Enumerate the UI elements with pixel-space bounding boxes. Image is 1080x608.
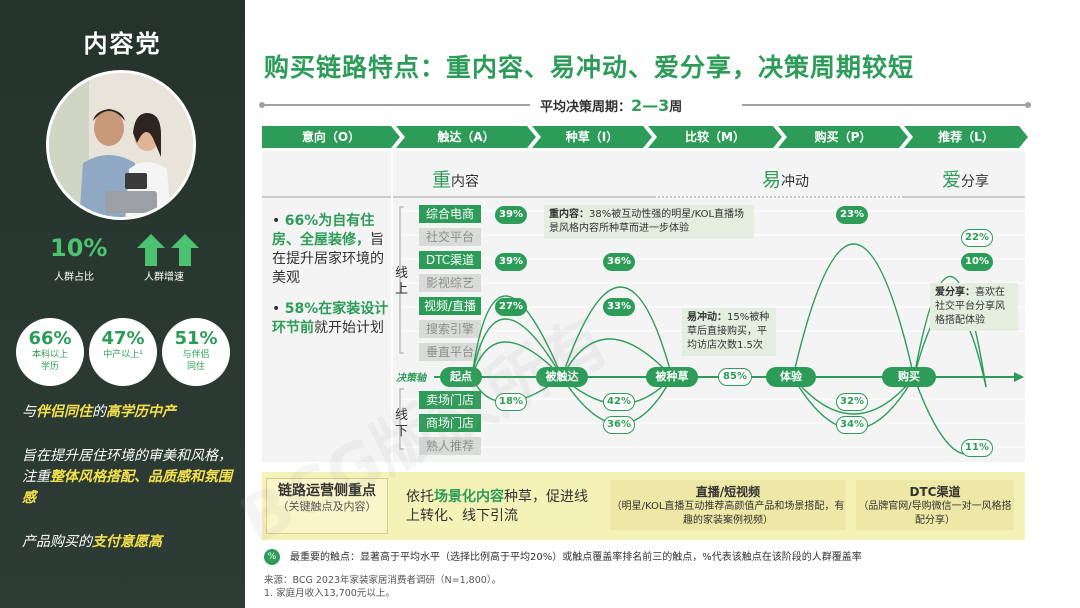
channel-social: 社交平台 [419,228,481,246]
channel-mall-store: 卖场门店 [419,391,481,409]
online-label: 线上 [395,266,409,297]
note-share: 爱分享：喜欢在社交平台分享风格搭配体验 [930,283,1018,331]
bullet-item: • 58%在家装设计环节前就开始计划 [272,301,389,336]
cycle-divider-right [742,104,1028,106]
growth-up-arrow-icon [137,234,199,266]
section-share: 爱分享 [942,169,990,191]
journey-curves [434,243,1024,455]
pill-ecommerce-reach: 39% [495,206,527,224]
dot-icon [1025,102,1031,108]
population-growth-label: 人群增速 [144,272,184,283]
insight-bullets: • 66%为自有住房、全屋装修，旨在提升居家环境的美观 • 58%在家装设计环节… [272,212,390,338]
channel-video-live: 视频/直播 [419,297,481,315]
channel-dtc: DTC渠道 [419,251,481,269]
channel-ecommerce: 综合电商 [419,205,481,223]
ops-focus-box: 链路运营侧重点 （关键触点及内容） [266,478,388,534]
cycle-divider-left [262,104,530,106]
ops-card-dtc: DTC渠道 （品牌官网/导购微信一对一风格搭配分享） [856,480,1014,530]
page-title: 购买链路特点：重内容、易冲动、爱分享，决策周期较短 [264,53,915,82]
persona-panel: 内容党 10% 人群占比 人群增速 66% 本科以上 [0,0,245,608]
note-content: 重内容：38%被互动性强的明星/KOL直播场景风格内容所种草而进一步体验 [544,205,754,239]
ops-card-live-video: 直播/短视频 （明星/KOL直播互动推荐高颜值产品和场景搭配，有趣的家装案例视频… [610,480,846,530]
pill-social-recommend: 22% [961,229,993,247]
decision-axis-label: 决策轴 [396,373,426,384]
stage-reach: 触达（A） [396,126,536,148]
pill-plaza-purchase: 34% [836,416,868,434]
node-seeded: 被种草 [646,367,698,387]
node-experience: 体验 [766,367,816,387]
stage-compare: 比较（M） [648,126,782,148]
percent-dot-icon: % [264,549,280,565]
footnote: 1. 家庭月收入13,700元以上。 [264,588,395,599]
channel-plaza-store: 商场门店 [419,414,481,432]
offline-label: 线下 [395,408,409,439]
persona-description: 旨在提升居住环境的审美和风格，注重整体风格搭配、品质感和氛围感 [22,448,232,506]
population-share-value: 10% [50,234,108,262]
persona-payment: 产品购买的支付意愿高 [22,534,162,550]
stage-seed: 种草（I） [532,126,652,148]
persona-title: 内容党 [83,30,162,58]
couple-illustration [49,73,193,217]
stat-circle-education: 66% 本科以上 学历 [16,318,84,386]
stage-bar: 意向（O） 触达（A） 种草（I） 比较（M） 购买（P） 推荐（L） [262,126,1028,148]
section-content: 重内容 [432,169,480,191]
persona-headline: 与伴侣同住的高学历中产 [22,404,176,420]
ops-focus-text: 依托场景化内容种草，促进线上转化、线下引流 [406,489,588,524]
note-impulse: 易冲动：15%被种草后直接购买，平均访店次数1.5次 [682,308,776,356]
section-impulse: 易冲动 [762,169,810,191]
pill-video-seed: 33% [603,298,635,316]
channel-variety: 影视综艺 [419,274,481,292]
bullet-item: • 66%为自有住房、全屋装修，旨在提升居家环境的美观 [272,213,384,286]
pill-mall-purchase: 32% [836,393,868,411]
pill-mall-seed: 42% [603,393,635,411]
pill-video-reach: 27% [495,298,527,316]
population-share-label: 人群占比 [54,272,94,283]
pill-plaza-seed: 36% [603,416,635,434]
decision-cycle: 平均决策周期：2—3周 [540,96,683,115]
stage-intent: 意向（O） [262,126,400,148]
channel-vertical: 垂直平台 [419,343,481,361]
channel-search: 搜索引擎 [419,320,481,338]
pill-ecommerce-purchase: 23% [836,206,868,224]
node-start: 起点 [440,367,482,387]
pill-dtc-recommend: 10% [961,253,993,271]
stage-purchase: 购买（P） [778,126,908,148]
node-reached: 被触达 [536,367,588,387]
persona-photo [46,70,196,220]
pill-referral-recommend: 11% [961,439,993,457]
channel-referral: 熟人推荐 [419,437,481,455]
pill-dtc-seed: 36% [603,253,635,271]
legend: %最重要的触点：显著高于平均水平（选择比例高于平均20%）或触点覆盖率排名前三的… [264,548,862,565]
pill-mall-reach: 18% [495,393,527,411]
stat-circle-income: 47% 中产以上¹ [89,318,157,386]
source-note: 来源：BCG 2023年家装家居消费者调研（N=1,800）。 [264,575,502,586]
dot-icon [259,102,265,108]
stage-recommend: 推荐（L） [904,126,1028,148]
pill-dtc-reach: 39% [495,253,527,271]
node-compare-rate: 85% [718,368,752,386]
stat-circle-cohabit: 51% 与伴侣 同住 [162,318,230,386]
node-purchase: 购买 [882,367,936,387]
